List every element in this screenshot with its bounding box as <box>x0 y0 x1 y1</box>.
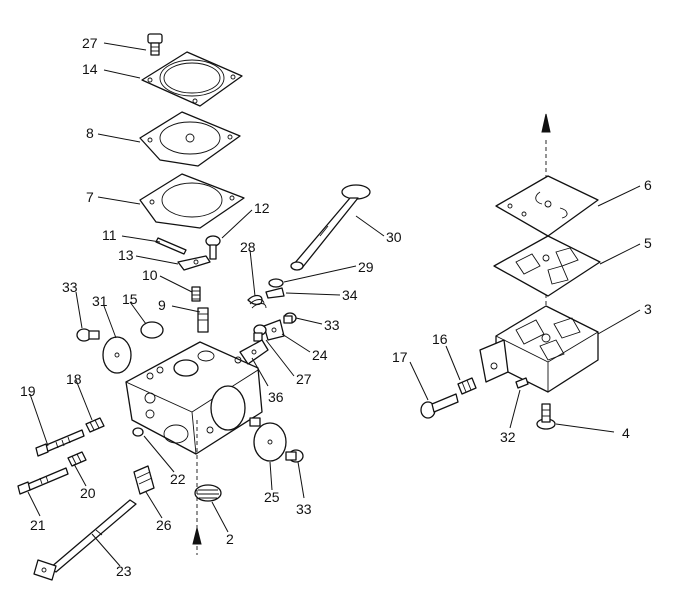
callout-36: 36 <box>268 389 284 405</box>
callout-26: 26 <box>156 517 172 533</box>
callout-11: 11 <box>102 227 117 243</box>
part-12-screw <box>205 235 221 260</box>
callout-16: 16 <box>432 331 448 347</box>
leader-lines <box>27 42 641 567</box>
part-33-screw-middle <box>283 312 297 324</box>
part-14-cover-plate <box>141 51 243 107</box>
callout-32: 32 <box>500 429 516 445</box>
part-6-cover <box>495 175 599 237</box>
part-3-pump-body <box>479 305 599 393</box>
callout-28: 28 <box>240 239 256 255</box>
part-7-gasket <box>139 173 245 229</box>
callout-15: 15 <box>122 291 138 307</box>
part-16-spring <box>457 377 477 395</box>
callout-25: 25 <box>264 489 280 505</box>
callout-4: 4 <box>622 425 630 441</box>
part-11-pin <box>155 237 187 255</box>
part-27-screw <box>147 33 163 56</box>
callout-23: 23 <box>116 563 132 579</box>
callout-27b: 27 <box>296 371 312 387</box>
flow-arrow-left-icon <box>192 420 202 555</box>
callout-22: 22 <box>170 471 186 487</box>
callout-34: 34 <box>342 287 358 303</box>
part-26-spring <box>133 465 155 495</box>
part-10-spring <box>191 286 201 302</box>
part-5-gasket <box>493 235 601 297</box>
part-15-plug <box>140 321 164 339</box>
part-2-screen <box>194 484 222 502</box>
part-25-disc <box>253 422 287 462</box>
callout-2: 2 <box>226 531 234 547</box>
callout-19: 19 <box>20 383 36 399</box>
callout-30: 30 <box>386 229 402 245</box>
part-31-disc <box>102 336 132 374</box>
part-22-ring <box>132 427 144 437</box>
callout-13: 13 <box>118 247 134 263</box>
callout-10: 10 <box>142 267 158 283</box>
part-17-screw <box>420 393 459 419</box>
part-21-needle <box>17 467 69 495</box>
callout-33b: 33 <box>324 317 340 333</box>
part-13-lever <box>177 255 211 271</box>
part-33-screw-lower <box>285 449 304 463</box>
part-23-shaft <box>33 499 137 581</box>
part-8-diaphragm <box>139 111 241 167</box>
part-19-needle <box>35 429 85 457</box>
callout-5: 5 <box>644 235 652 251</box>
callout-7: 7 <box>86 189 94 205</box>
callout-3: 3 <box>644 301 652 317</box>
callout-29: 29 <box>358 259 374 275</box>
part-34-clip <box>265 287 285 299</box>
callout-33c: 33 <box>296 501 312 517</box>
part-24-plate <box>263 319 285 341</box>
carburettor-body <box>125 341 263 455</box>
part-9-needle <box>197 307 209 333</box>
callout-6: 6 <box>644 177 652 193</box>
callout-8: 8 <box>86 125 94 141</box>
callout-20: 20 <box>80 485 96 501</box>
callout-12: 12 <box>254 200 270 216</box>
part-20-spring <box>67 451 87 467</box>
part-27-screw-middle <box>253 324 267 342</box>
part-29-washer <box>268 278 284 288</box>
callout-9: 9 <box>158 297 166 313</box>
callout-17: 17 <box>392 349 408 365</box>
callout-24: 24 <box>312 347 328 363</box>
part-18-spring <box>85 417 105 433</box>
part-33-screw-left <box>76 328 100 342</box>
callout-labels: 27 14 8 7 12 11 13 10 28 30 29 34 33 31 … <box>20 35 652 579</box>
callout-21: 21 <box>30 517 46 533</box>
part-30-shaft <box>290 184 371 271</box>
part-36-lever <box>239 339 269 365</box>
callout-14: 14 <box>82 61 98 77</box>
callout-33a: 33 <box>62 279 78 295</box>
part-28-spring <box>247 294 267 309</box>
callout-27a: 27 <box>82 35 98 51</box>
part-32-pin <box>515 377 529 389</box>
callout-31: 31 <box>92 293 108 309</box>
callout-18: 18 <box>66 371 82 387</box>
part-4-screw <box>536 403 556 430</box>
